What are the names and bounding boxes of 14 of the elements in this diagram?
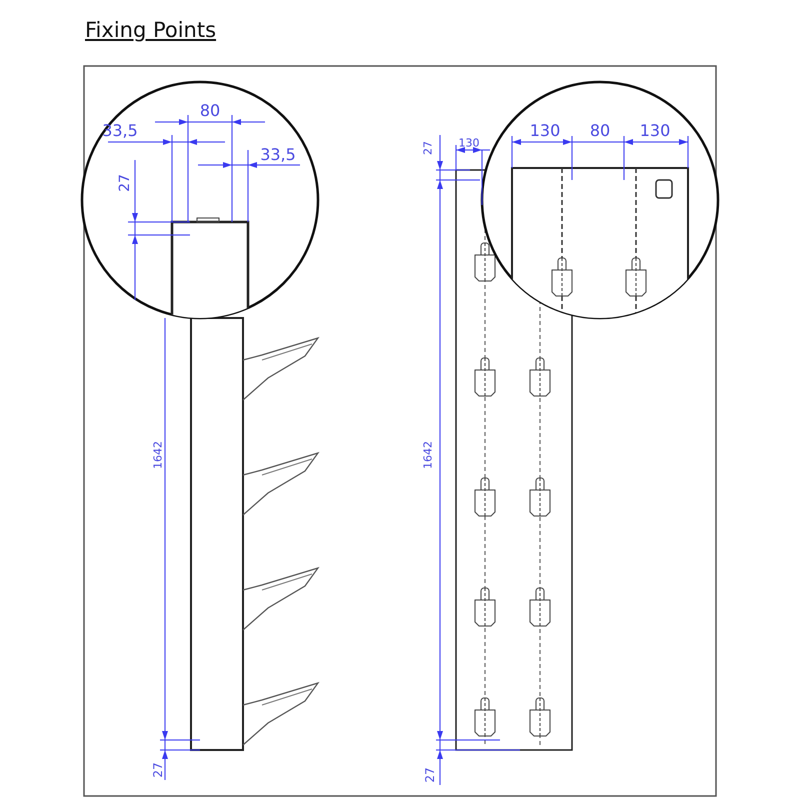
dimension-value: 80 (200, 103, 220, 119)
dimension-value: 27 (118, 174, 132, 192)
dimension-value: 1642 (152, 441, 164, 469)
diagram-title: Fixing Points (85, 18, 216, 42)
dimension-value: 33,5 (260, 147, 296, 163)
dimension-value: 130 (640, 123, 670, 139)
dimension-value: 27 (422, 141, 434, 155)
dimension-value: 33,5 (102, 123, 138, 139)
dimension-value: 27 (424, 767, 436, 783)
dimension-value: 130 (458, 138, 480, 148)
dimension-value: 130 (530, 123, 560, 139)
dimension-value: 27 (152, 762, 164, 778)
dimension-value: 80 (590, 123, 610, 139)
dimension-value: 1642 (422, 441, 434, 469)
